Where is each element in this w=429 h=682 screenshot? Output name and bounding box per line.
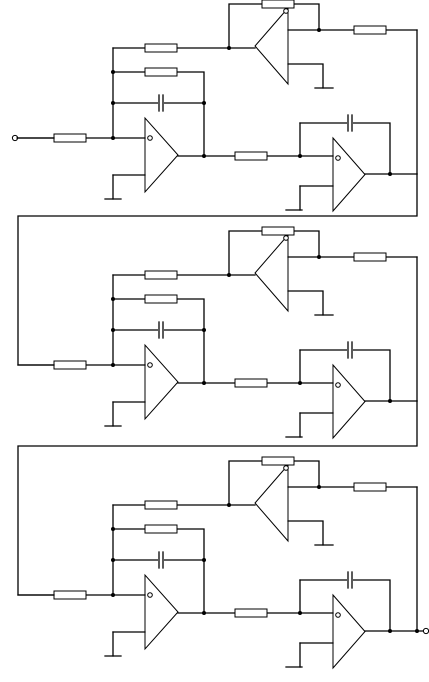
inverting-input-marker: [147, 592, 153, 598]
capacitor: [158, 94, 164, 112]
inverting-input-marker: [147, 135, 153, 141]
capacitor: [158, 321, 164, 339]
junction-dot: [202, 558, 206, 562]
junction-dot: [388, 399, 392, 403]
output-terminal: [422, 627, 429, 635]
junction-dot: [317, 255, 321, 259]
wire: [112, 528, 205, 614]
wire: [112, 71, 205, 157]
output-marker: [283, 465, 289, 471]
inverting-input-marker: [335, 382, 341, 388]
wire: [17, 400, 418, 596]
junction-dot: [388, 172, 392, 176]
resistor: [353, 25, 387, 35]
op-amp: [254, 463, 289, 543]
wire: [112, 298, 205, 384]
filter-stage-2: [17, 226, 418, 440]
op-amp: [332, 136, 366, 213]
op-amp: [144, 116, 179, 194]
resistor: [144, 270, 178, 280]
wire: [299, 349, 334, 384]
wire: [287, 290, 324, 316]
output-marker: [283, 8, 289, 14]
stage-link-1-2: [17, 173, 418, 366]
junction-dot: [202, 154, 206, 158]
wire: [17, 173, 418, 366]
junction-dot: [317, 28, 321, 32]
junction-dot: [111, 363, 115, 367]
junction-dot: [388, 629, 392, 633]
resistor: [144, 500, 178, 510]
junction-dot: [317, 485, 321, 489]
wire: [299, 349, 391, 402]
op-amp: [332, 363, 366, 440]
op-amp: [254, 6, 289, 86]
resistor: [53, 590, 87, 600]
inverting-input-marker: [335, 612, 341, 618]
wire: [299, 122, 334, 157]
resistor: [234, 378, 268, 388]
op-amp: [254, 233, 289, 313]
resistor: [144, 294, 178, 304]
resistor: [53, 360, 87, 370]
stage-link-2-3: [17, 400, 418, 596]
resistor: [144, 67, 178, 77]
junction-dot: [202, 381, 206, 385]
resistor: [144, 43, 178, 53]
capacitor: [347, 341, 353, 359]
junction-dot: [202, 328, 206, 332]
resistor: [53, 133, 87, 143]
resistor: [234, 608, 268, 618]
filter-stage-1: [14, 0, 418, 213]
resistor: [353, 252, 387, 262]
wire: [299, 579, 334, 614]
op-amp: [144, 343, 179, 421]
resistor: [261, 226, 295, 236]
wire: [287, 520, 324, 546]
op-amp: [332, 593, 366, 670]
resistor: [144, 524, 178, 534]
inverting-input-marker: [335, 155, 341, 161]
capacitor: [347, 114, 353, 132]
output-marker: [283, 235, 289, 241]
junction-dot: [111, 136, 115, 140]
capacitor: [347, 571, 353, 589]
junction-dot: [202, 611, 206, 615]
wire: [287, 63, 324, 89]
inverting-input-marker: [147, 362, 153, 368]
junction-dot: [111, 593, 115, 597]
op-amp: [144, 573, 179, 651]
resistor: [261, 456, 295, 466]
wire: [299, 579, 391, 632]
resistor: [261, 0, 295, 9]
wire: [299, 122, 391, 175]
resistor: [353, 482, 387, 492]
filter-stage-3: [17, 456, 427, 670]
resistor: [234, 151, 268, 161]
capacitor: [158, 551, 164, 569]
junction-dot: [202, 101, 206, 105]
